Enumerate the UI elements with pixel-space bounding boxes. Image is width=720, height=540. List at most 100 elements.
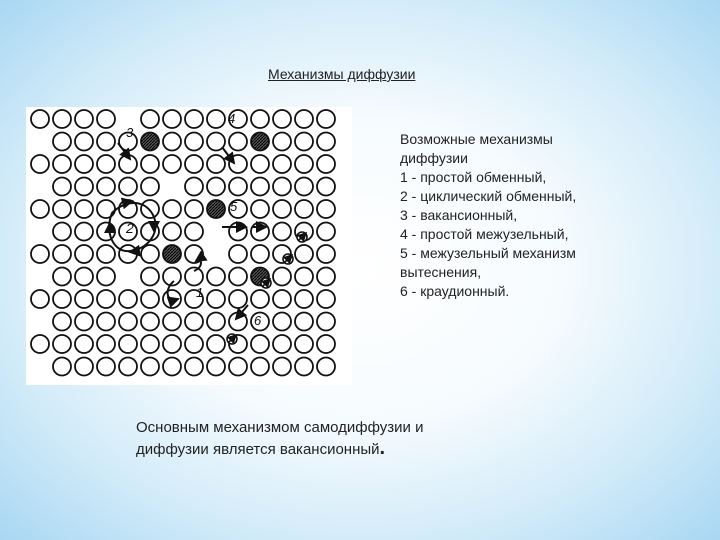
lattice-atom xyxy=(272,311,292,332)
lattice-atom xyxy=(294,199,314,219)
lattice-atom xyxy=(52,221,72,242)
lattice-atom xyxy=(294,266,314,287)
lattice-atom xyxy=(96,109,116,129)
mechanism-annotations: 3 4 2 5 1 6 xyxy=(104,111,268,328)
lattice-atom xyxy=(118,334,138,354)
legend-line: 6 - краудионный. xyxy=(400,283,510,299)
interstitial-direction-arrow xyxy=(296,231,308,243)
lattice-atom xyxy=(228,176,248,197)
lattice-atom xyxy=(140,154,160,174)
lattice-atom xyxy=(74,289,94,309)
lattice-atom xyxy=(316,221,336,242)
solute-atom xyxy=(250,131,270,152)
lattice-atom xyxy=(52,289,72,309)
lattice-atom xyxy=(316,244,336,264)
lattice-atom xyxy=(250,334,270,354)
lattice-atom xyxy=(184,289,204,309)
conclusion-line-2: диффузии является вакансионный xyxy=(136,441,380,458)
lattice-atom xyxy=(316,131,336,152)
lattice-atom xyxy=(52,334,72,354)
lattice-atom xyxy=(96,334,116,354)
lattice-atom xyxy=(206,176,226,197)
lattice-atom xyxy=(250,199,270,219)
lattice-atom xyxy=(74,266,94,287)
lattice-atom xyxy=(294,356,314,377)
lattice-atom xyxy=(74,221,94,242)
lattice-atom xyxy=(162,199,182,219)
legend-line: 3 - вакансионный, xyxy=(400,207,518,223)
lattice-atom xyxy=(118,311,138,332)
lattice-atom xyxy=(228,109,248,129)
lattice-atom xyxy=(294,109,314,129)
lattice-atom xyxy=(96,176,116,197)
lattice-atom xyxy=(294,244,314,264)
lattice-atom xyxy=(294,131,314,152)
mechanisms-legend: Возможные механизмы диффузии 1 - простой… xyxy=(400,130,700,301)
lattice-atom xyxy=(228,221,248,242)
lattice-atom xyxy=(272,266,292,287)
lattice-atom xyxy=(316,311,336,332)
legend-line: 2 - циклический обменный, xyxy=(400,188,577,204)
lattice-atom xyxy=(118,289,138,309)
lattice-atom xyxy=(74,311,94,332)
conclusion-line-2-wrap: диффузии является вакансионный. xyxy=(136,438,556,460)
lattice-atom xyxy=(228,244,248,264)
cyclic-arrow-1 xyxy=(120,197,134,210)
solute-atom xyxy=(162,244,182,264)
lattice-atom xyxy=(316,176,336,197)
lattice-atom xyxy=(162,221,182,242)
lattice-atom xyxy=(74,154,94,174)
lattice-atom xyxy=(52,311,72,332)
lattice-atom xyxy=(316,199,336,219)
lattice-atom xyxy=(250,221,270,242)
lattice-atom xyxy=(140,176,160,197)
lattice-atom xyxy=(140,244,160,264)
lattice-atom xyxy=(118,356,138,377)
lattice-atom xyxy=(30,289,50,309)
lattice-atom xyxy=(30,154,50,174)
lattice-atom xyxy=(228,199,248,219)
interstitial-direction-arrow xyxy=(260,277,272,289)
lattice-atom xyxy=(74,176,94,197)
legend-line: 5 - межузельный механизм xyxy=(400,245,576,261)
lattice-atom xyxy=(74,356,94,377)
lattice-atom xyxy=(206,334,226,354)
lattice-atom xyxy=(162,356,182,377)
lattice-atom xyxy=(294,154,314,174)
lattice-atom xyxy=(316,266,336,287)
lattice-atom xyxy=(30,109,50,129)
lattice-atom xyxy=(272,176,292,197)
lattice-atom xyxy=(184,131,204,152)
lattice-atom xyxy=(272,154,292,174)
lattice-atom xyxy=(184,221,204,242)
legend-line: Возможные механизмы xyxy=(400,131,553,147)
lattice-atom xyxy=(162,334,182,354)
lattice-atom xyxy=(30,199,50,219)
lattice-atom xyxy=(140,109,160,129)
lattice-atom xyxy=(272,356,292,377)
lattice-atom xyxy=(316,289,336,309)
simple-exchange-loop xyxy=(166,280,180,308)
conclusion-period: . xyxy=(379,437,386,459)
lattice-atom xyxy=(250,109,270,129)
lattice-atom xyxy=(272,109,292,129)
lattice-atom xyxy=(96,356,116,377)
conclusion-line-1: Основным механизмом самодиффузии и xyxy=(136,419,424,436)
lattice-atom xyxy=(228,154,248,174)
lattice-atom xyxy=(140,356,160,377)
lattice-atom xyxy=(206,131,226,152)
lattice-atom xyxy=(316,109,336,129)
lattice-atom xyxy=(52,154,72,174)
mechanism-label-3: 3 xyxy=(126,125,134,140)
lattice-atom xyxy=(206,356,226,377)
lattice-atom xyxy=(140,311,160,332)
legend-line: вытеснения, xyxy=(400,264,482,280)
interstitial-arrow xyxy=(221,146,236,165)
lattice-atom xyxy=(30,334,50,354)
lattice-atom xyxy=(272,221,292,242)
solute-atom xyxy=(140,131,160,152)
mechanism-label-6: 6 xyxy=(254,313,262,328)
lattice-atom xyxy=(96,266,116,287)
mechanism-label-4: 4 xyxy=(228,111,235,126)
lattice-atom xyxy=(250,176,270,197)
